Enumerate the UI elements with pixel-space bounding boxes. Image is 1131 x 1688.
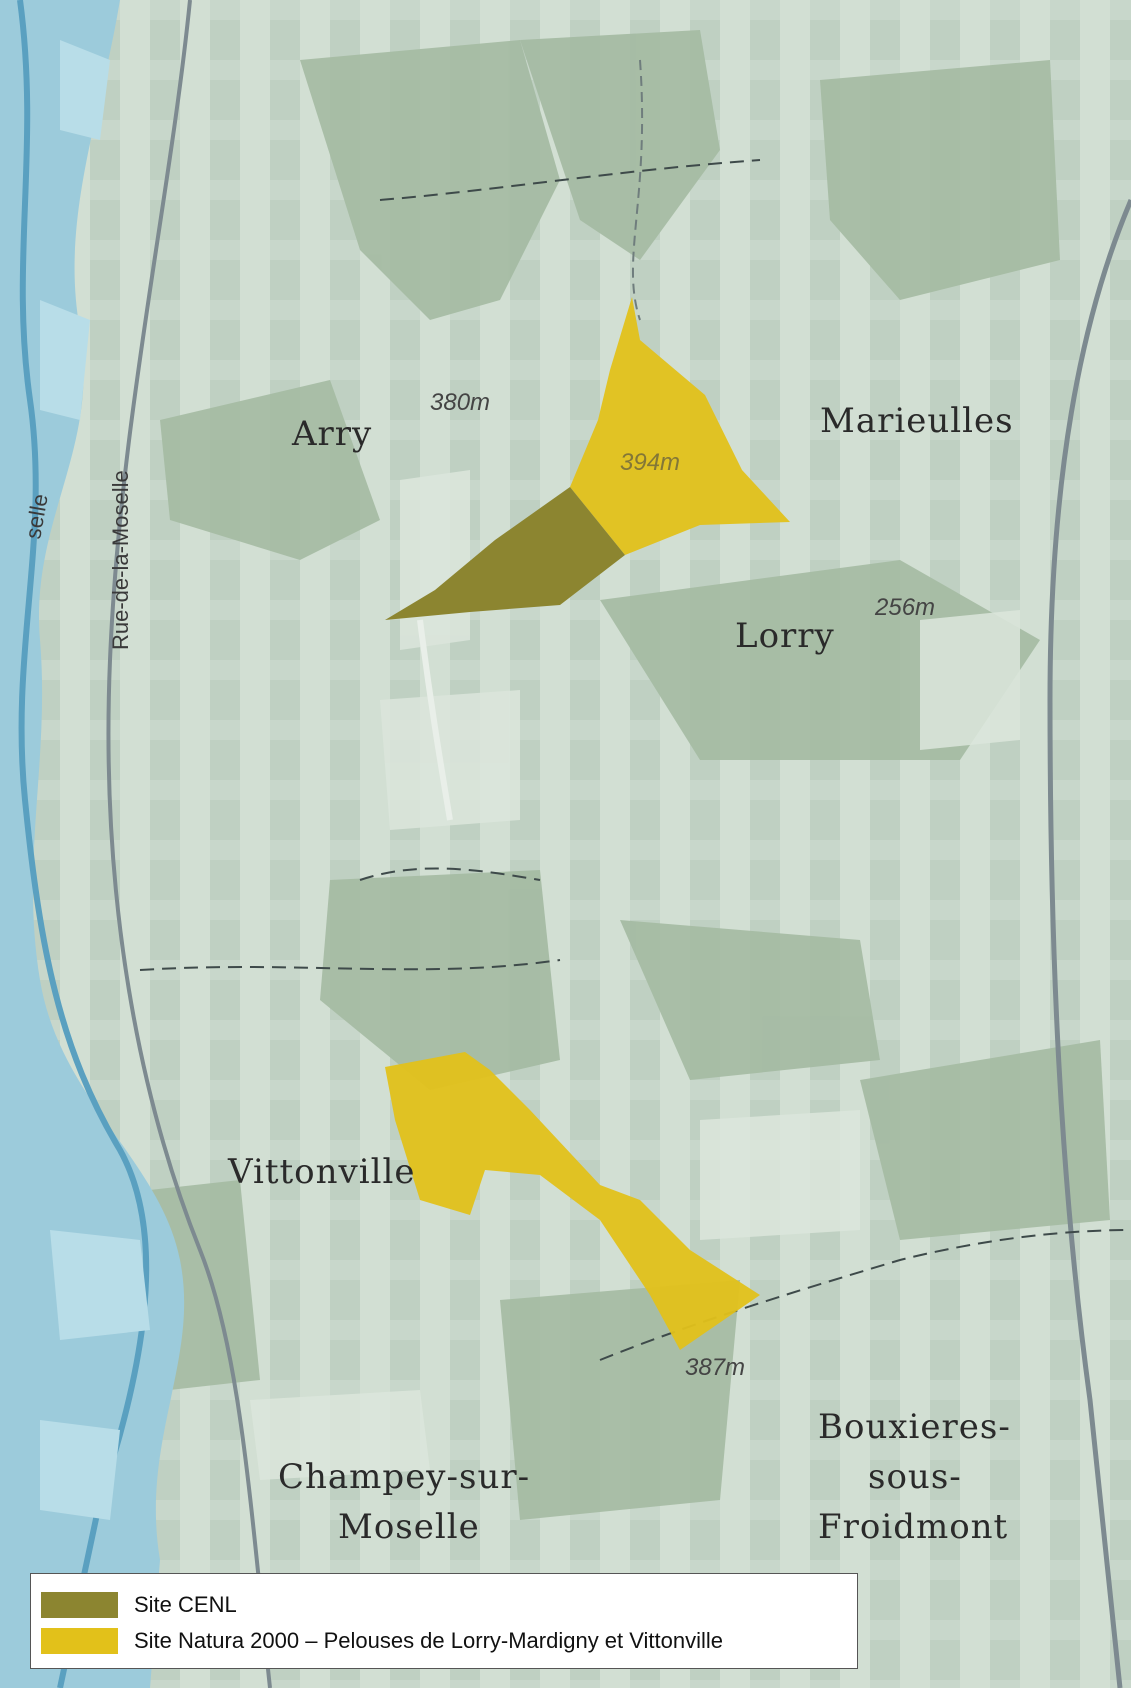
place-label-bouxieres-line1: Bouxieres- bbox=[818, 1407, 1011, 1447]
place-label-marieulles: Marieulles bbox=[820, 401, 1014, 441]
elevation-label-387: 387m bbox=[685, 1354, 745, 1381]
natura-north-polygon bbox=[570, 297, 790, 555]
place-label-champey-line1: Champey-sur- bbox=[278, 1457, 530, 1497]
lighter-fields bbox=[250, 470, 1020, 1480]
natura-2000-areas bbox=[385, 297, 790, 1350]
moselle-river bbox=[0, 0, 185, 1688]
natura-south-polygon bbox=[385, 1052, 760, 1350]
place-label-arry: Arry bbox=[291, 414, 372, 454]
legend-swatch-cenl bbox=[41, 1592, 118, 1618]
place-label-bouxieres-line2: sous- bbox=[868, 1457, 962, 1497]
place-label-lorry: Lorry bbox=[735, 616, 835, 656]
legend-swatch-natura bbox=[41, 1628, 118, 1654]
cenl-site-polygon bbox=[385, 487, 625, 620]
place-label-vittonville: Vittonville bbox=[227, 1152, 415, 1192]
place-label-bouxieres-line3: Froidmont bbox=[818, 1507, 1008, 1547]
legend-label-natura: Site Natura 2000 – Pelouses de Lorry-Mar… bbox=[134, 1628, 724, 1653]
place-label-champey-line2: Moselle bbox=[338, 1507, 480, 1547]
roads bbox=[106, 0, 1131, 1688]
road-label-rue-de-la-moselle: Rue-de-la-Moselle bbox=[108, 470, 133, 650]
legend-label-cenl: Site CENL bbox=[134, 1592, 237, 1617]
elevation-label-394: 394m bbox=[620, 449, 680, 476]
legend-item-natura: Site Natura 2000 – Pelouses de Lorry-Mar… bbox=[41, 1626, 723, 1656]
map-legend: Site CENL Site Natura 2000 – Pelouses de… bbox=[30, 1573, 858, 1669]
elevation-label-380: 380m bbox=[430, 389, 490, 416]
elevation-label-256: 256m bbox=[874, 594, 935, 621]
forest-areas bbox=[60, 30, 1110, 1520]
legend-item-cenl: Site CENL bbox=[41, 1590, 237, 1620]
